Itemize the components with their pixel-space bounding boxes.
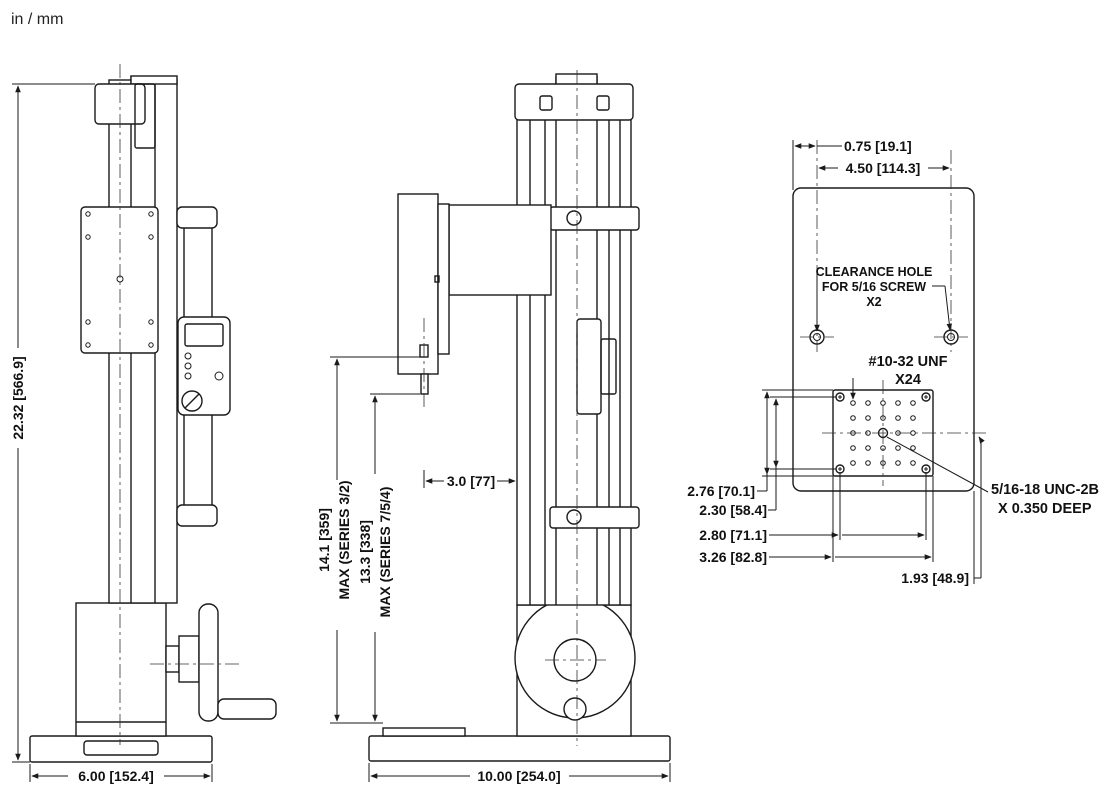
front-view: 14.1 [359] MAX (SERIES 3/2) 13.3 [338] M…	[316, 70, 671, 784]
side-height-dim: 22.32 [566.9]	[10, 356, 26, 439]
plate-dim-450: 4.50 [114.3]	[846, 160, 921, 176]
thread-note-line2: X24	[895, 372, 921, 388]
plate-dim-276: 2.76 [70.1]	[687, 483, 755, 499]
front-max-series-32-value: 14.1 [359]	[316, 508, 332, 572]
side-base-width-dim: 6.00 [152.4]	[78, 768, 154, 784]
front-max-series-32-label: MAX (SERIES 3/2)	[336, 480, 352, 599]
center-thread-note-line1: 5/16-18 UNC-2B	[991, 482, 1099, 498]
plate-dim-326: 3.26 [82.8]	[699, 549, 767, 565]
plate-dim-230: 2.30 [58.4]	[699, 502, 767, 518]
plate-dim-193: 1.93 [48.9]	[901, 570, 969, 586]
plate-view: 0.75 [19.1] 4.50 [114.3] CLEARANCE HOLE …	[687, 138, 1099, 586]
front-max-series-754-value: 13.3 [338]	[357, 520, 373, 584]
plate-dim-280: 2.80 [71.1]	[699, 527, 767, 543]
units-label: in / mm	[11, 11, 64, 28]
clearance-note-line2: FOR 5/16 SCREW	[822, 280, 926, 294]
center-thread-note-line2: X 0.350 DEEP	[998, 501, 1092, 517]
front-max-series-754-label: MAX (SERIES 7/5/4)	[377, 487, 393, 618]
plate-dim-075: 0.75 [19.1]	[844, 138, 912, 154]
thread-note-line1: #10-32 UNF	[869, 354, 948, 370]
clearance-note-line1: CLEARANCE HOLE	[816, 265, 933, 279]
side-view: 22.32 [566.9] 6.00 [152.4]	[10, 64, 277, 784]
front-offset-dim: 3.0 [77]	[447, 473, 495, 489]
front-base-width-dim: 10.00 [254.0]	[477, 768, 560, 784]
clearance-note-line3: X2	[866, 295, 881, 309]
